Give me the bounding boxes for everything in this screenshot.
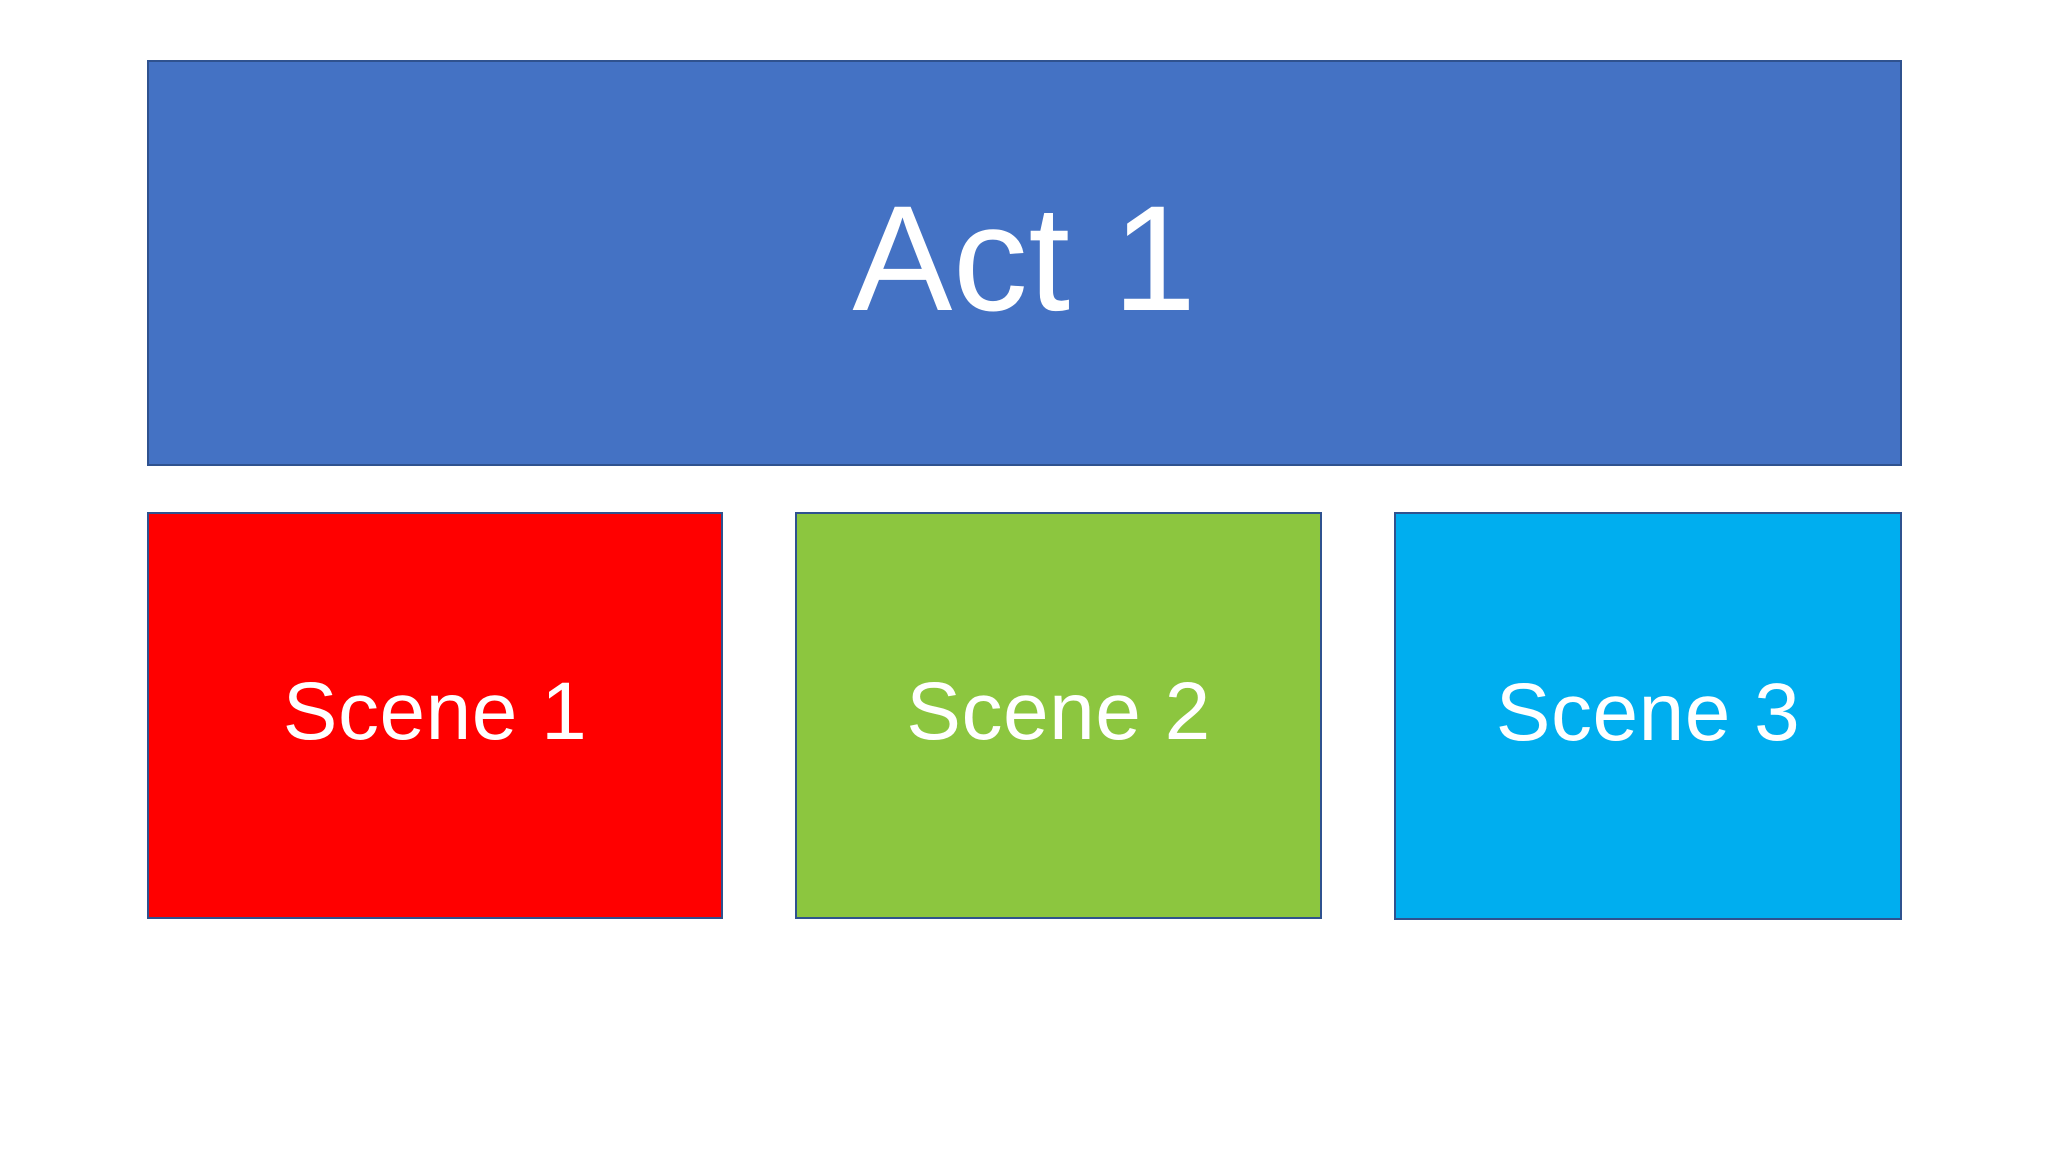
scene-label-2: Scene 2 <box>906 666 1211 758</box>
act-title: Act 1 <box>852 174 1197 343</box>
scene-box-2[interactable]: Scene 2 <box>795 512 1322 919</box>
scene-box-1[interactable]: Scene 1 <box>147 512 723 919</box>
scene-box-3[interactable]: Scene 3 <box>1394 512 1902 920</box>
act-banner[interactable]: Act 1 <box>147 60 1902 466</box>
scene-label-3: Scene 3 <box>1495 666 1801 758</box>
scene-label-1: Scene 1 <box>282 666 588 758</box>
